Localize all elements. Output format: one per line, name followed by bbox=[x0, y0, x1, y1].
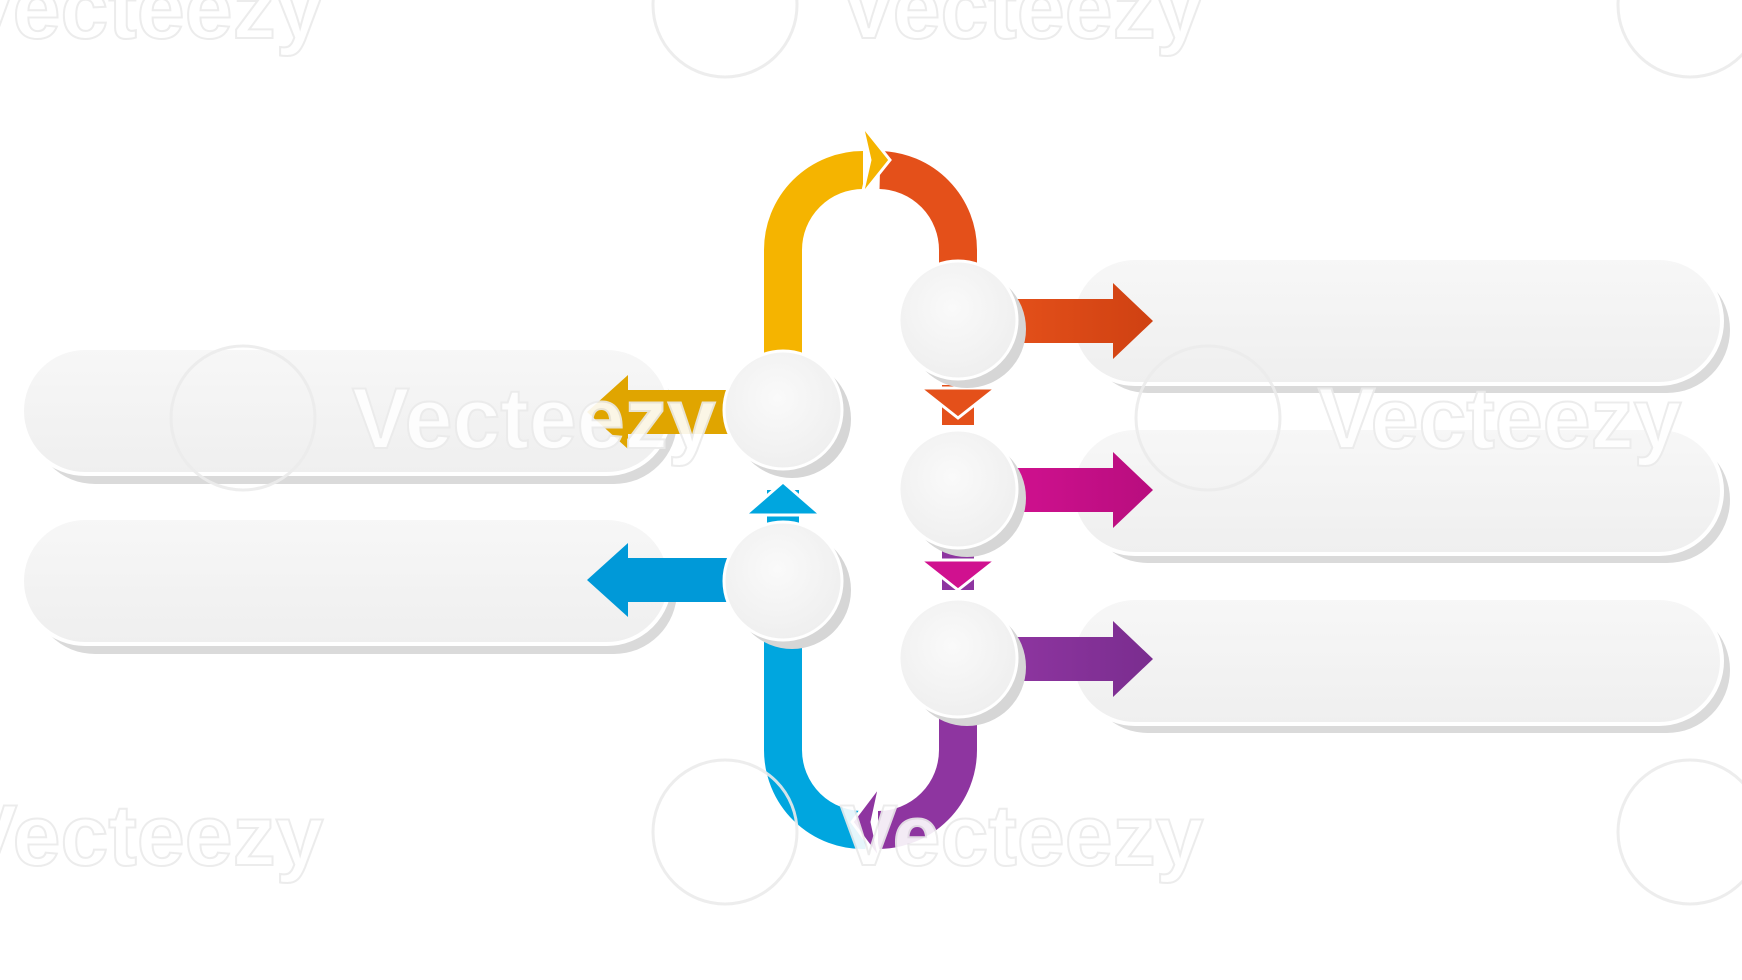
node-right-bottom bbox=[897, 597, 1026, 726]
node-left-top bbox=[722, 349, 851, 478]
watermark-top-center: Vecteezy bbox=[651, 0, 1205, 79]
watermark-logo-icon bbox=[1616, 758, 1742, 906]
watermark-bottom-left: Vecteezy bbox=[0, 787, 325, 885]
flow-segment-blue bbox=[764, 610, 866, 849]
down-arrow-magenta bbox=[915, 558, 1001, 592]
watermark-middle-left: Vecteezy bbox=[169, 344, 717, 492]
right-arrow-orange bbox=[1010, 283, 1153, 359]
bottom-junction-arrowhead bbox=[850, 784, 882, 861]
flow-segment-yellow bbox=[764, 151, 864, 400]
watermark-text: Vecteezy bbox=[840, 0, 1204, 57]
node-left-bottom bbox=[722, 520, 851, 649]
watermark-top-right bbox=[1616, 0, 1742, 79]
top-junction-arrowhead bbox=[860, 124, 892, 196]
watermark-bottom-center: Vecteezy bbox=[651, 758, 1205, 906]
watermark-top-left: Vecteezy bbox=[0, 0, 325, 58]
right-arrow-magenta bbox=[1010, 452, 1153, 528]
left-panel-1 bbox=[20, 346, 677, 484]
watermark-logo-icon bbox=[1134, 344, 1282, 492]
watermark-text: Vecteezy bbox=[0, 0, 324, 57]
watermark-middle-right: Vecteezy bbox=[1134, 344, 1683, 492]
watermark-logo-icon bbox=[651, 0, 799, 79]
watermark-text: Vecteezy bbox=[0, 788, 324, 884]
watermark-text: Vecteezy bbox=[352, 371, 716, 467]
watermark-bottom-right bbox=[1616, 758, 1742, 906]
flow-segment-orange bbox=[878, 151, 977, 290]
left-panel-2 bbox=[20, 516, 677, 654]
watermark-logo-icon bbox=[651, 758, 799, 906]
watermark-text: Vecteezy bbox=[840, 788, 1204, 884]
left-arrow-blue bbox=[587, 543, 730, 617]
node-right-top bbox=[897, 259, 1026, 388]
watermark-text: Vecteezy bbox=[1318, 371, 1682, 467]
left-arrow-yellow bbox=[587, 375, 730, 449]
watermark-logo-icon bbox=[169, 344, 317, 492]
watermark-logo-icon bbox=[1616, 0, 1742, 79]
flow-segment-purple bbox=[877, 700, 977, 849]
right-panel-2 bbox=[1070, 426, 1730, 563]
up-arrow-blue bbox=[740, 480, 826, 517]
right-panel-3 bbox=[1070, 596, 1730, 733]
right-arrow-purple bbox=[1010, 621, 1153, 697]
node-right-middle bbox=[897, 428, 1026, 557]
right-panel-1 bbox=[1070, 256, 1730, 393]
down-arrow-orange bbox=[915, 386, 1001, 420]
